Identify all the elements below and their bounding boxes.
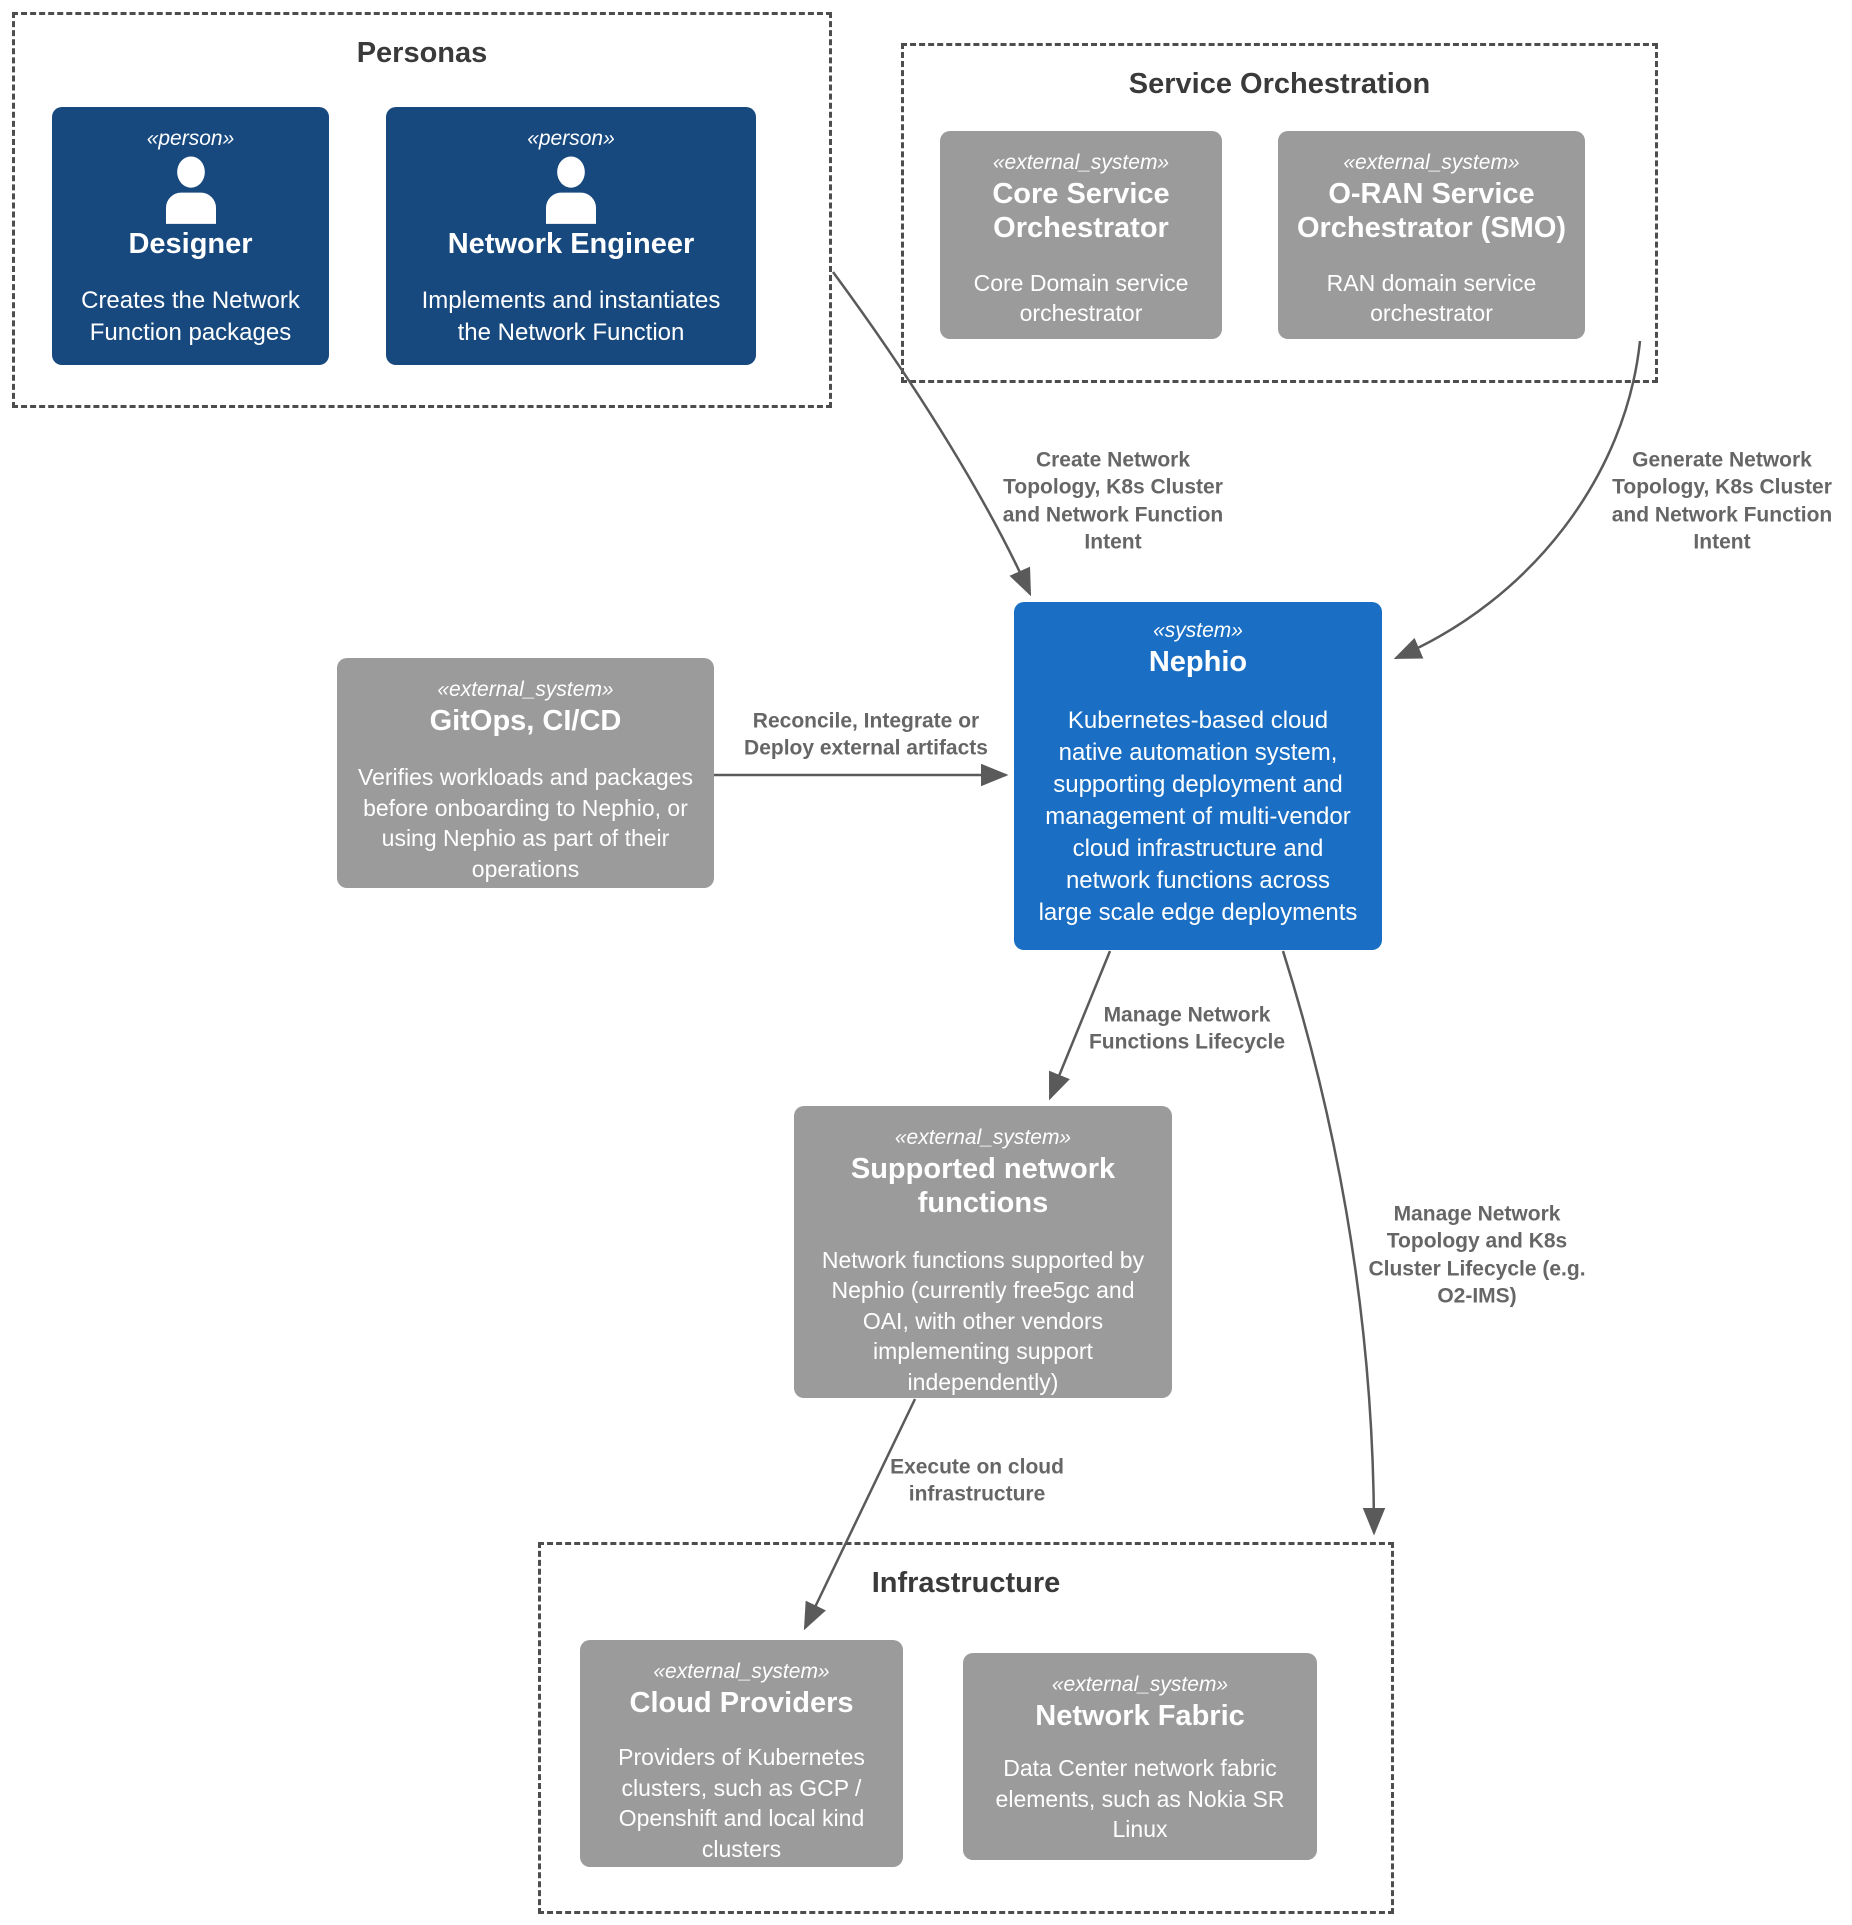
node-nephio-name: Nephio — [1148, 646, 1248, 679]
node-gitops-cicd-name: GitOps, CI/CD — [429, 705, 622, 738]
node-gitops-cicd-stereotype: «external_system» — [437, 678, 614, 701]
edge-label-manage-network-functions: Manage Network Functions Lifecycle — [1088, 1003, 1286, 1054]
node-network-fabric: «external_system» Network Fabric Data Ce… — [963, 1653, 1317, 1860]
boundary-personas: Personas — [12, 12, 832, 408]
node-nephio: «system» Nephio Kubernetes-based cloud n… — [1014, 602, 1382, 950]
node-supported-network-functions-name: Supported network functions — [850, 1153, 1116, 1220]
node-nephio-stereotype: «system» — [1153, 619, 1243, 642]
node-designer: «person» Designer Creates the Network Fu… — [52, 107, 329, 365]
boundary-personas-title: Personas — [356, 37, 488, 69]
node-cloud-providers-description: Providers of Kubernetes clusters, such a… — [618, 1744, 865, 1863]
boundary-service-orchestration: Service Orchestration — [901, 43, 1658, 383]
node-network-fabric-stereotype: «external_system» — [1051, 1673, 1229, 1696]
edge-label-manage-network-topology: Manage Network Topology and K8s Cluster … — [1368, 1202, 1586, 1308]
edge-label-generate-network-topology: Generate Network Topology, K8s Cluster a… — [1611, 448, 1833, 554]
node-network-fabric-description: Data Center network fabric elements, suc… — [995, 1755, 1285, 1843]
node-designer-stereotype: «person» — [146, 127, 235, 150]
node-supported-network-functions: «external_system» Supported network func… — [794, 1106, 1172, 1398]
node-network-fabric-name: Network Fabric — [1035, 1700, 1245, 1733]
edge-label-create-network-topology: Create Network Topology, K8s Cluster and… — [1002, 448, 1224, 554]
node-oran-service-orchestrator-stereotype: «external_system» — [1343, 151, 1520, 174]
node-core-service-orchestrator: «external_system» Core Service Orchestra… — [940, 131, 1222, 339]
node-oran-service-orchestrator-description: RAN domain service orchestrator — [1326, 269, 1537, 327]
node-gitops-cicd-description: Verifies workloads and packages before o… — [358, 764, 693, 883]
node-network-engineer-description: Implements and instantiates the Network … — [421, 287, 721, 347]
person-icon — [545, 156, 597, 224]
node-supported-network-functions-description: Network functions supported by Nephio (c… — [821, 1246, 1145, 1395]
node-oran-service-orchestrator-name: O-RAN Service Orchestrator (SMO) — [1296, 178, 1567, 245]
node-cloud-providers-name: Cloud Providers — [629, 1687, 854, 1720]
edge-label-execute-on-cloud: Execute on cloud infrastructure — [890, 1455, 1064, 1506]
node-core-service-orchestrator-description: Core Domain service orchestrator — [973, 269, 1189, 327]
node-supported-network-functions-stereotype: «external_system» — [894, 1126, 1072, 1149]
node-cloud-providers-stereotype: «external_system» — [653, 1660, 830, 1683]
node-network-engineer-name: Network Engineer — [447, 227, 695, 260]
node-gitops-cicd: «external_system» GitOps, CI/CD Verifies… — [337, 658, 714, 888]
node-network-engineer-stereotype: «person» — [527, 127, 615, 150]
boundary-infrastructure-title: Infrastructure — [871, 1567, 1061, 1599]
person-icon — [165, 156, 216, 224]
node-nephio-description: Kubernetes-based cloud native automation… — [1038, 707, 1358, 926]
node-core-service-orchestrator-name: Core Service Orchestrator — [992, 178, 1170, 245]
node-cloud-providers: «external_system» Cloud Providers Provid… — [580, 1640, 903, 1867]
node-network-engineer: «person» Network Engineer Implements and… — [386, 107, 756, 365]
edge-label-reconcile-integrate-deploy: Reconcile, Integrate or Deploy external … — [744, 709, 988, 760]
node-core-service-orchestrator-stereotype: «external_system» — [992, 151, 1170, 174]
node-oran-service-orchestrator: «external_system» O-RAN Service Orchestr… — [1278, 131, 1585, 339]
boundary-service-orchestration-title: Service Orchestration — [1128, 68, 1431, 100]
node-designer-description: Creates the Network Function packages — [81, 287, 300, 347]
node-designer-name: Designer — [128, 227, 253, 260]
